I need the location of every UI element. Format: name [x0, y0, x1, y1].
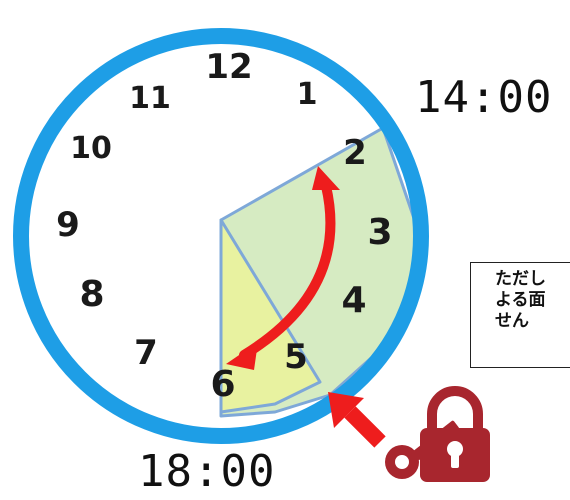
- double-arrow-icon: [226, 166, 340, 370]
- numeral-4: 4: [341, 280, 366, 321]
- numeral-1: 1: [297, 77, 318, 112]
- numeral-3: 3: [367, 212, 392, 253]
- numeral-2: 2: [343, 133, 367, 173]
- pointer-arrow-icon: [328, 392, 386, 448]
- clock-rim: [13, 28, 429, 444]
- numeral-6: 6: [210, 364, 235, 405]
- note-line-3: せん: [495, 311, 529, 331]
- numeral-10: 10: [70, 131, 112, 166]
- note-line-2: よる面: [495, 290, 546, 310]
- end-time-label: 18:00: [138, 446, 276, 497]
- note-box: ただし よる面 せん: [470, 262, 570, 368]
- padlock-icon: [420, 386, 490, 482]
- numeral-8: 8: [79, 274, 104, 315]
- numeral-11: 11: [129, 81, 171, 116]
- numeral-5: 5: [284, 337, 308, 377]
- start-time-label: 14:00: [415, 72, 553, 123]
- numeral-7: 7: [134, 333, 158, 373]
- note-line-1: ただし: [495, 269, 546, 289]
- numeral-9: 9: [56, 205, 80, 245]
- numeral-12: 12: [205, 47, 252, 87]
- clock-numerals: 12 1 2 3 4 5 6 7 8 9 10 11: [56, 47, 392, 405]
